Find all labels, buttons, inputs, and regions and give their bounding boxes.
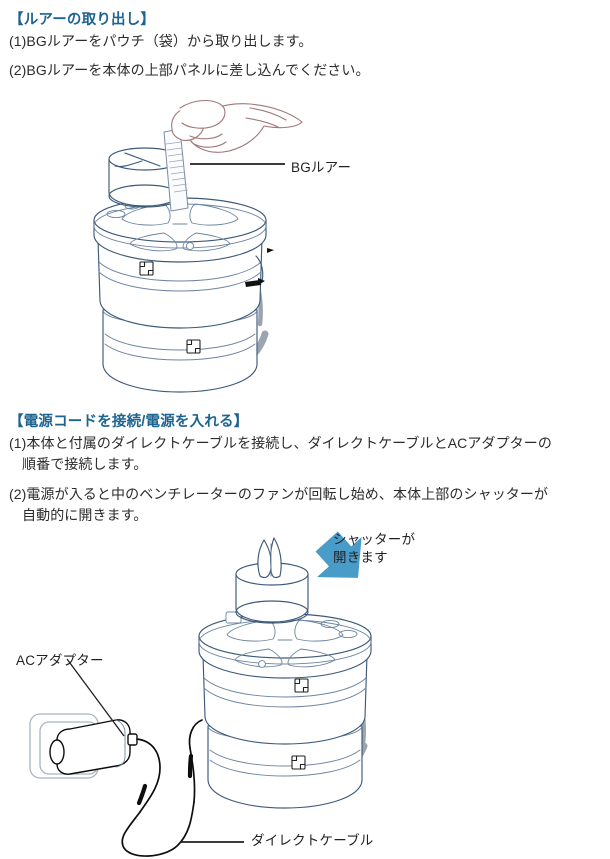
step-power-2: (2)電源が入ると中のベンチレーターのファンが回転し始め、本体上部のシャッターが… <box>9 484 601 526</box>
hand-illustration <box>171 99 303 153</box>
step-power-1-line2: 順番で接続します。 <box>22 456 148 472</box>
ac-adapter-label: ACアダプター <box>16 653 104 668</box>
shutter-open-label-line1: シャッターが <box>333 532 416 547</box>
latch-clip-icon <box>186 339 201 354</box>
step-lure-2: (2)BGルアーを本体の上部パネルに差し込んでください。 <box>9 62 370 78</box>
bg-lure-label: BGルアー <box>291 160 352 175</box>
section-heading-lure-removal: 【ルアーの取り出し】 <box>9 12 156 28</box>
step-lure-1: (1)BGルアーをパウチ（袋）から取り出します。 <box>9 33 313 49</box>
latch-clip-icon <box>139 261 154 276</box>
bg-lure-strip <box>163 128 189 212</box>
latch-clip-icon <box>291 755 306 770</box>
latch-clip-icon <box>294 678 309 693</box>
lid-vent-petals <box>226 619 344 668</box>
shutter-open-label: シャッターが 開きます <box>333 531 433 567</box>
step-power-2-line1: (2)電源が入ると中のベンチレーターのファンが回転し始め、本体上部のシャッターが <box>9 486 549 502</box>
figure-lure-insert <box>60 96 460 393</box>
step-power-1-line1: (1)本体と付属のダイレクトケーブルを接続し、ダイレクトケーブルとACアダプター… <box>9 435 552 451</box>
step-power-1: (1)本体と付属のダイレクトケーブルを接続し、ダイレクトケーブルとACアダプター… <box>9 433 601 475</box>
ac-adapter <box>49 719 138 775</box>
shutter-open-label-line2: 開きます <box>333 550 388 565</box>
lid-vent-petals <box>121 203 239 252</box>
figure-power-setup <box>12 524 452 857</box>
step-power-2-line2: 自動的に開きます。 <box>22 507 148 523</box>
direct-cable-label: ダイレクトケーブル <box>251 833 374 848</box>
section-heading-power-connection: 【電源コードを接続/電源を入れる】 <box>9 414 249 430</box>
down-left-arrow-icon <box>315 531 362 578</box>
